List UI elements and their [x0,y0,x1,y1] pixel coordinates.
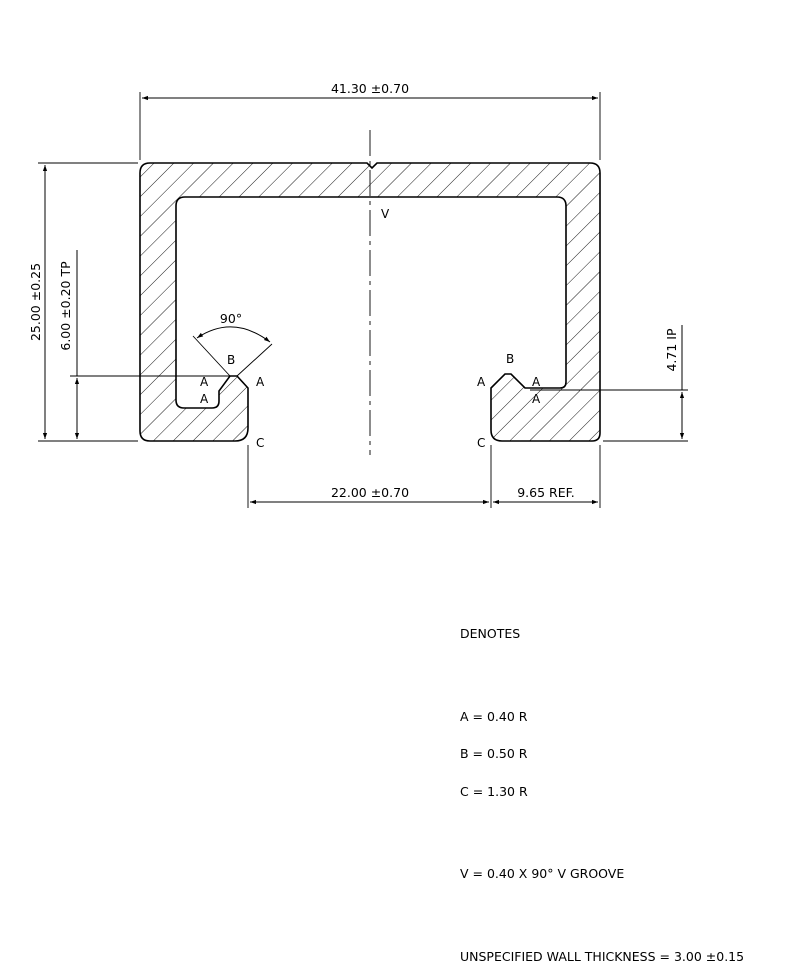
profile-drawing: 41.30 ±0.70 25.00 ±0.25 6.00 ±0.20 TP 4.… [28,81,688,508]
label-a-right-3: A [532,392,541,406]
right-lip-dimension: 4.71 IP [530,325,688,442]
dim-overall-width: 41.30 ±0.70 [331,81,409,96]
channel-profile [139,162,601,442]
label-a-left-3: A [256,375,265,389]
dim-overall-height: 25.00 ±0.25 [28,263,43,341]
label-c-left: C [256,436,264,450]
label-a-left-2: A [200,392,209,406]
top-dimension: 41.30 ±0.70 [139,81,601,160]
legend-b: B = 0.50 R [460,746,528,761]
label-b-left: B [227,353,235,367]
label-c-right: C [477,436,485,450]
angle-dimension: 90° [192,311,273,377]
label-a-left-1: A [200,375,209,389]
legend-title: DENOTES [460,626,521,641]
legend-notes: DENOTES A = 0.40 R B = 0.50 R C = 1.30 R… [460,603,795,976]
legend-a: A = 0.40 R [460,708,528,724]
label-b-right: B [506,352,514,366]
left-height-dimension: 25.00 ±0.25 [28,162,138,442]
legend-c: C = 1.30 R [460,783,528,799]
lip-height-dimension: 6.00 ±0.20 TP [58,250,230,439]
label-v: V [381,207,390,221]
label-a-right-1: A [477,375,486,389]
dim-right-ref: 9.65 REF. [517,485,575,500]
dim-angle: 90° [220,311,242,326]
dim-opening-width: 22.00 ±0.70 [331,485,409,500]
dim-right-lip: 4.71 IP [664,328,679,371]
legend-wall: UNSPECIFIED WALL THICKNESS = 3.00 ±0.15 [460,948,745,964]
bottom-dimensions: 22.00 ±0.70 9.65 REF. [247,445,601,508]
label-a-right-2: A [532,375,541,389]
legend-v: V = 0.40 X 90° V GROOVE [460,866,625,881]
dim-lip-height: 6.00 ±0.20 TP [58,261,73,351]
